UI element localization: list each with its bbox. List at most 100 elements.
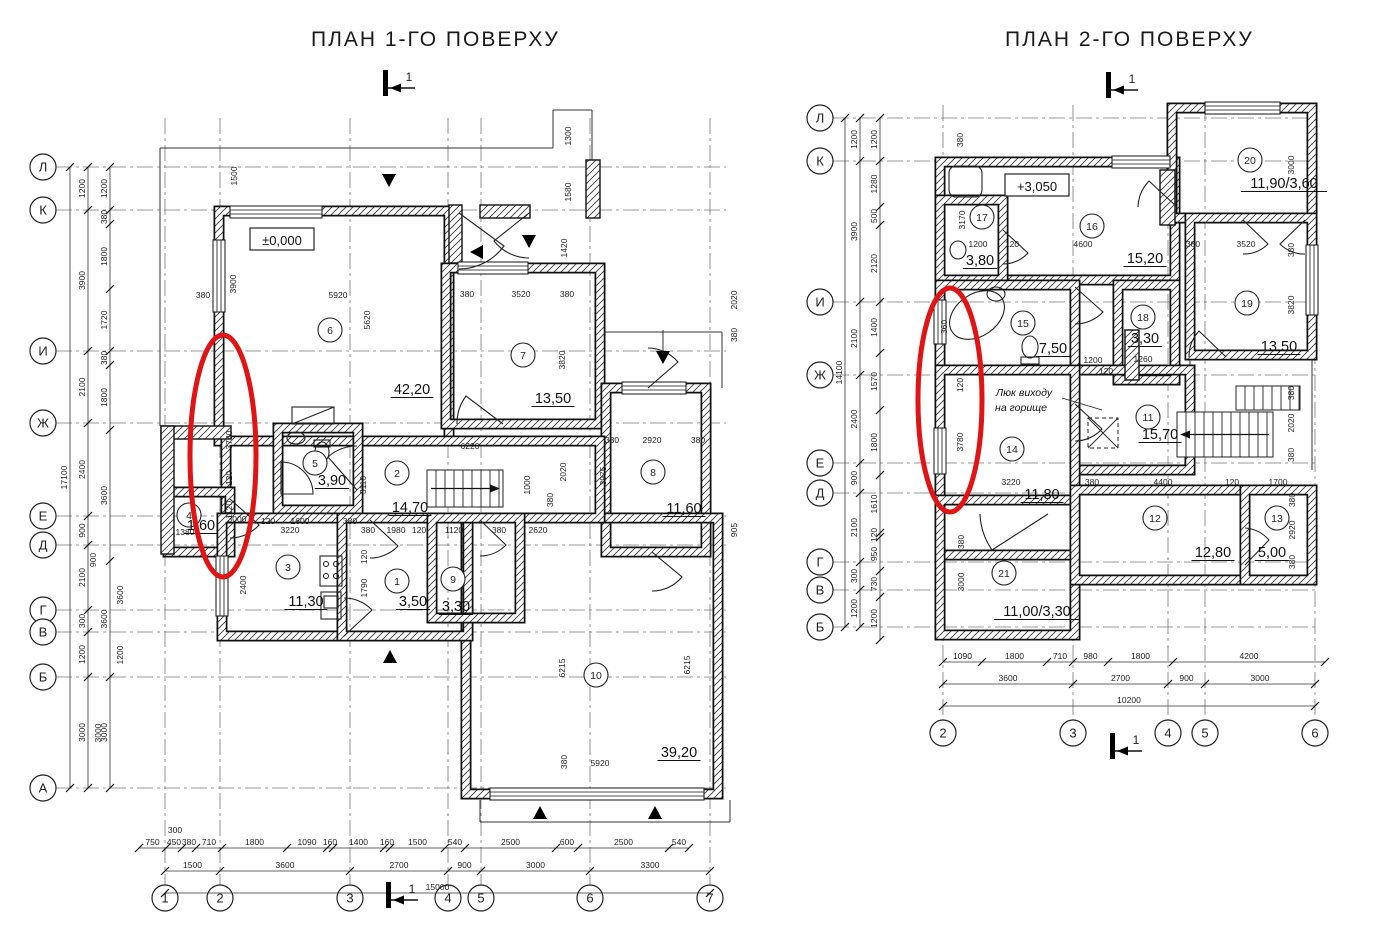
svg-text:17100: 17100 (59, 465, 69, 489)
row-axis-Г (806, 548, 834, 576)
svg-text:120: 120 (359, 550, 369, 564)
svg-text:1200: 1200 (849, 130, 859, 149)
svg-text:5: 5 (477, 891, 484, 906)
svg-text:2400: 2400 (849, 409, 859, 428)
svg-text:2020: 2020 (558, 462, 568, 481)
col-axis-2 (206, 884, 234, 912)
svg-text:1: 1 (1133, 733, 1140, 747)
row-axis-К (29, 196, 57, 224)
svg-text:380: 380 (343, 516, 357, 526)
svg-text:39,20: 39,20 (661, 745, 697, 761)
svg-text:380: 380 (729, 328, 739, 342)
col-axis-4 (1154, 719, 1182, 747)
svg-text:1500: 1500 (408, 837, 427, 847)
svg-text:710: 710 (202, 837, 216, 847)
svg-text:1420: 1420 (559, 238, 569, 257)
svg-text:11: 11 (1143, 412, 1154, 424)
thin-outlines (159, 109, 731, 823)
svg-text:120: 120 (1005, 239, 1019, 249)
svg-text:2: 2 (394, 468, 400, 480)
svg-text:3: 3 (285, 562, 291, 574)
svg-text:14100: 14100 (834, 360, 844, 384)
col-axis-6 (1301, 719, 1329, 747)
room-circle-18: 18 (1130, 304, 1156, 330)
svg-text:5: 5 (312, 458, 318, 470)
svg-text:2100: 2100 (849, 329, 859, 348)
section-marker: 1 (1106, 72, 1138, 98)
room-circle-15: 15 (1010, 310, 1036, 336)
svg-text:1720: 1720 (99, 310, 109, 329)
svg-text:1090: 1090 (298, 837, 317, 847)
svg-text:12,80: 12,80 (1195, 545, 1231, 561)
svg-text:380: 380 (955, 133, 965, 147)
svg-text:750: 750 (145, 837, 159, 847)
stair (1235, 385, 1301, 411)
row-axis-Б (806, 613, 834, 641)
svg-text:2700: 2700 (390, 860, 409, 870)
svg-text:380: 380 (99, 351, 109, 365)
room-circle-14: 14 (999, 436, 1025, 462)
svg-text:1090: 1090 (953, 651, 972, 661)
svg-text:+3,050: +3,050 (1017, 179, 1057, 194)
svg-text:5620: 5620 (362, 310, 372, 329)
row-axis-В (29, 618, 57, 646)
room-circle-7: 7 (510, 342, 536, 368)
entry-arrows (382, 174, 670, 819)
svg-text:900: 900 (77, 523, 87, 537)
svg-text:5920: 5920 (329, 290, 348, 300)
svg-text:730: 730 (869, 577, 879, 591)
svg-text:3,90: 3,90 (318, 473, 346, 489)
svg-text:380: 380 (956, 535, 966, 549)
svg-text:1: 1 (394, 576, 400, 588)
svg-text:380: 380 (196, 290, 210, 300)
svg-text:2: 2 (216, 891, 223, 906)
entry-arrow (656, 351, 670, 364)
svg-text:И: И (38, 344, 47, 359)
svg-text:1200: 1200 (77, 645, 87, 664)
svg-text:Ж: Ж (37, 416, 49, 431)
svg-text:380: 380 (492, 525, 506, 535)
svg-text:5920: 5920 (591, 758, 610, 768)
svg-text:3600: 3600 (99, 486, 109, 505)
svg-text:120: 120 (261, 516, 275, 526)
svg-text:17: 17 (976, 212, 988, 224)
svg-text:3600: 3600 (999, 673, 1018, 683)
section-marker: 1 (1110, 733, 1142, 759)
svg-text:8: 8 (650, 467, 656, 479)
svg-text:905: 905 (729, 523, 739, 537)
svg-text:14: 14 (1006, 444, 1018, 456)
svg-text:3,50: 3,50 (399, 594, 427, 610)
svg-text:3600: 3600 (276, 860, 295, 870)
svg-text:380: 380 (182, 837, 196, 847)
svg-text:1120: 1120 (445, 525, 464, 535)
svg-text:3780: 3780 (955, 432, 965, 451)
svg-text:380: 380 (545, 493, 555, 507)
svg-text:2120: 2120 (869, 254, 879, 273)
svg-text:К: К (39, 203, 47, 218)
svg-text:380: 380 (1287, 493, 1297, 507)
row-axis-Е (806, 449, 834, 477)
svg-text:3110: 3110 (358, 476, 368, 495)
svg-text:380: 380 (559, 755, 569, 769)
svg-text:4: 4 (444, 891, 451, 906)
svg-text:4200: 4200 (1240, 651, 1259, 661)
svg-text:1800: 1800 (1005, 651, 1024, 661)
row-axis-К (806, 147, 834, 175)
row-axis-Д (806, 479, 834, 507)
svg-text:450: 450 (167, 837, 181, 847)
plan-1-title: ПЛАН 1-ГО ПОВЕРХУ (311, 28, 560, 51)
svg-text:380: 380 (1186, 239, 1200, 249)
red-highlight-ellipse (187, 332, 259, 580)
svg-text:950: 950 (869, 547, 879, 561)
svg-text:2100: 2100 (77, 377, 87, 396)
svg-text:3820: 3820 (1286, 295, 1296, 314)
svg-text:В: В (816, 583, 825, 598)
svg-text:3975: 3975 (598, 466, 608, 485)
svg-text:1790: 1790 (359, 578, 369, 597)
svg-text:380: 380 (691, 435, 705, 445)
